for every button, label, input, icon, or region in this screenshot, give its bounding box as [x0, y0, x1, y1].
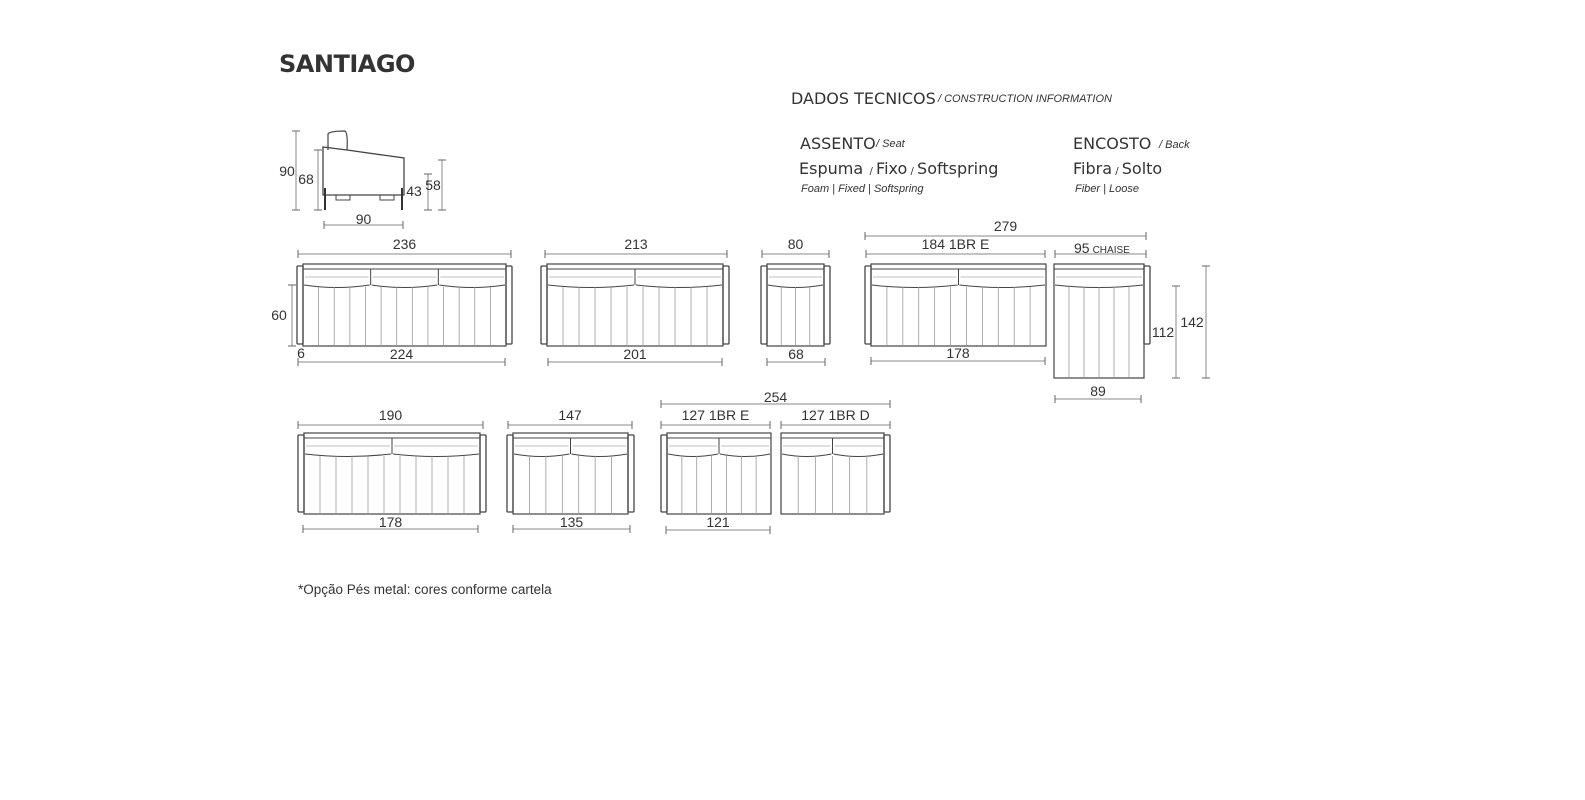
armrest	[883, 434, 891, 513]
side-view-cushion	[327, 130, 348, 151]
chaise-word: CHAISE	[1093, 245, 1131, 256]
sofa-body	[870, 263, 1047, 347]
dimension-label: 213	[624, 236, 648, 252]
seat-cushion-edge	[959, 284, 1046, 288]
sofa-body	[303, 432, 481, 515]
dimension-label: 6	[297, 345, 305, 361]
dimension-label: 254	[764, 389, 788, 405]
dimension-label: 178	[379, 514, 403, 530]
seat-cushion-edge	[635, 284, 723, 288]
seat-cushion-edge	[439, 284, 506, 288]
seat-materials: Espuma / Fixo / Softspring	[799, 159, 999, 178]
dimension-label: 142	[1180, 314, 1204, 330]
dimension-label: 201	[623, 346, 647, 362]
dimension-label: 58	[425, 177, 441, 193]
seat-cushion-edge	[781, 453, 832, 457]
sofa-body	[546, 263, 724, 347]
dimension-label: 135	[560, 514, 584, 530]
tech-heading: DADOS TECNICOS	[791, 89, 936, 108]
dimension-label: 60	[271, 307, 287, 323]
side-view-foot	[379, 194, 395, 201]
seat-cushion-edge	[871, 284, 958, 288]
back-materials-en: Fiber | Loose	[1075, 183, 1140, 195]
dimension-label: 90	[356, 211, 372, 227]
seat-cushion-edge	[392, 453, 480, 457]
seat-material: Espuma	[799, 159, 864, 178]
side-view-body	[322, 146, 405, 196]
armrest	[823, 265, 831, 345]
side-view-foot	[335, 194, 351, 201]
dimension-label: 127 1BR E	[682, 407, 750, 423]
dimension-label: 127 1BR D	[801, 407, 869, 423]
seat-cushion-edge	[667, 453, 719, 457]
dimension-label: 190	[379, 407, 403, 423]
armrest	[660, 434, 668, 513]
seat-cushion-edge	[547, 284, 635, 288]
seat-label: ASSENTO	[800, 134, 876, 153]
dimension-label: 68	[788, 346, 804, 362]
armrest	[540, 265, 548, 345]
seat-cushion-edge	[719, 453, 771, 457]
armrest	[505, 265, 513, 345]
armrest	[296, 265, 304, 345]
seat-cushion-edge	[303, 284, 370, 288]
sofa-body	[302, 263, 507, 347]
footnote: *Opção Pés metal: cores conforme cartela	[298, 582, 552, 597]
back-material: Fibra	[1073, 159, 1113, 178]
seat-materials-en: Foam | Fixed | Softspring	[801, 183, 924, 195]
seat-cushion-edge	[371, 284, 438, 288]
armrest	[1143, 265, 1151, 345]
dimension-label: 178	[946, 345, 970, 361]
dimension-label: 224	[390, 346, 414, 362]
seat-material: Softspring	[917, 159, 999, 178]
sofa-body	[666, 432, 772, 515]
tech-heading-sub: / CONSTRUCTION INFORMATION	[938, 93, 1112, 105]
armrest	[506, 434, 514, 513]
dimension-label: 80	[788, 236, 804, 252]
back-materials: Fibra / Solto	[1073, 159, 1163, 178]
seat-cushion-edge	[833, 453, 884, 457]
seat-cushion-edge	[571, 453, 628, 457]
dimension-label: 279	[994, 218, 1018, 234]
dimension-label: 43	[406, 183, 422, 199]
dimension-label: 184 1BR E	[922, 236, 990, 252]
dimension-label: 121	[706, 514, 730, 530]
dimension-label: 236	[393, 236, 417, 252]
armrest	[479, 434, 487, 513]
dimension-label: 90	[279, 163, 295, 179]
sofa-body	[512, 432, 629, 515]
armrest	[760, 265, 768, 345]
back-label-sub: / Back	[1159, 139, 1190, 151]
dimension-label: 68	[298, 171, 314, 187]
back-material: Solto	[1121, 159, 1163, 178]
product-title: SANTIAGO	[279, 50, 415, 78]
chaise-width: 95	[1074, 240, 1090, 256]
seat-cushion-edge	[304, 453, 392, 457]
dimension-label: 112	[1152, 324, 1175, 340]
seat-cushion-edge	[513, 453, 570, 457]
back-label: ENCOSTO	[1073, 134, 1152, 153]
armrest	[864, 265, 872, 345]
seat-material: Fixo	[876, 159, 908, 178]
armrest	[297, 434, 305, 513]
dimension-label: 89	[1090, 383, 1106, 399]
armrest	[627, 434, 635, 513]
dimension-label: 147	[558, 407, 582, 423]
armrest	[722, 265, 730, 345]
seat-label-sub: / Seat	[876, 138, 905, 150]
